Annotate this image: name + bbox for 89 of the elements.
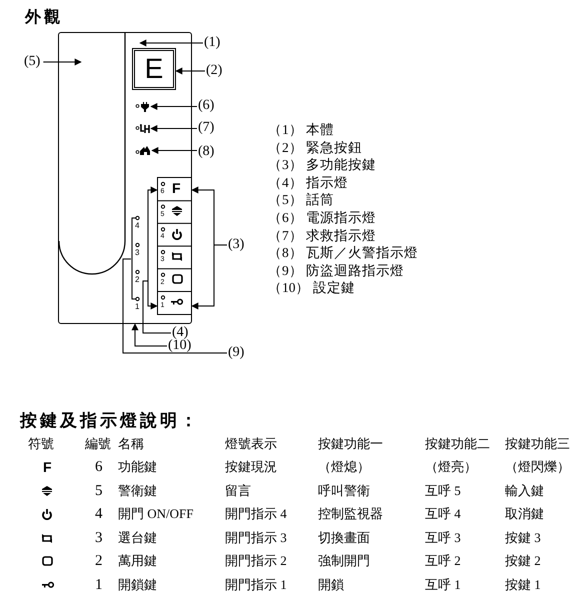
emergency-button: E [132, 48, 176, 90]
table-text: 萬用鍵 [118, 554, 157, 568]
table-text: 開鎖 [318, 578, 344, 591]
table-text: 互呼 3 [425, 530, 461, 544]
table-text: 切換畫面 [318, 530, 370, 544]
table-text: （燈亮） [425, 460, 477, 473]
table-text: 按鍵 2 [505, 554, 541, 568]
list-item: （5） 話筒 [268, 193, 334, 207]
callout-number: (1) [204, 36, 220, 50]
leader-arrow [151, 147, 198, 154]
column-header: 符號 [28, 437, 54, 450]
table-text: 按鍵 3 [505, 530, 541, 544]
section-heading: 按鍵及指示燈說明： [20, 412, 200, 429]
table-text: （燈熄） [318, 460, 370, 473]
callout-number: (6) [198, 99, 214, 113]
table-text: 留言 [225, 484, 251, 497]
table-text: F [43, 460, 52, 474]
indicator-lights-drawing [131, 216, 140, 302]
column-header: 燈號表示 [225, 437, 277, 450]
table-text: （燈閃爍） [505, 460, 570, 473]
table-text: 強制開門 [318, 554, 370, 568]
leader-line [122, 258, 228, 354]
led-number: 1 [135, 303, 140, 311]
table-text: 1 [95, 578, 102, 593]
plug-icon [136, 101, 150, 112]
table-text: 2 [95, 554, 102, 570]
handset-drawing [59, 33, 125, 274]
callout-number: (5) [24, 55, 40, 69]
column-header: 編號 [85, 437, 111, 450]
list-item: （7） 求救指示燈 [268, 228, 376, 242]
list-item: （10） 設定鍵 [268, 281, 355, 295]
table-text: 控制監視器 [318, 507, 383, 520]
leader-arrow [175, 68, 206, 74]
table-text: 開鎖鍵 [118, 578, 157, 591]
table-text: 呼叫警衛 [318, 484, 370, 497]
led-number: 2 [135, 276, 140, 284]
table-text: 5 [95, 484, 102, 499]
keypad [157, 177, 192, 315]
table-text: 按鍵現況 [225, 460, 277, 473]
callout-number: (8) [198, 145, 214, 159]
callout-number: (2) [206, 64, 222, 78]
table-text: 互呼 1 [425, 578, 461, 591]
table-text: 互呼 4 [425, 507, 461, 520]
table-text: 6 [95, 460, 102, 475]
fire-house-icon [136, 145, 151, 156]
list-item: （3） 多功能按鍵 [268, 158, 376, 172]
leader-arrow [142, 280, 172, 334]
key-letter: F [172, 181, 181, 195]
table-text: 按鍵 1 [505, 578, 541, 591]
table-text: 4 [95, 507, 102, 522]
table-text: 3 [95, 530, 102, 546]
led-number: 3 [135, 249, 140, 257]
leader-arrow [191, 244, 228, 310]
table-text: 功能鍵 [118, 460, 157, 473]
column-header: 按鍵功能三 [505, 437, 570, 450]
leader-arrow [42, 58, 82, 66]
list-item: （4） 指示燈 [268, 176, 348, 190]
leader-arrow [150, 125, 198, 132]
list-item: （9） 防盜迴路指示燈 [268, 264, 404, 278]
column-header: 名稱 [118, 437, 144, 450]
list-item: （1） 本體 [268, 123, 334, 136]
table-text: 互呼 5 [425, 484, 461, 497]
title: 外觀 [25, 10, 63, 26]
leader-arrow [150, 103, 198, 110]
table-text: 開門指示 4 [225, 507, 287, 520]
callout-number: (10) [168, 339, 192, 353]
callout-number: (4) [172, 326, 188, 340]
intercom-body [58, 32, 192, 324]
column-header: 按鍵功能二 [425, 437, 490, 450]
callout-number: (7) [198, 121, 214, 135]
table-text: 互呼 2 [425, 554, 461, 568]
table-text: 開門指示 2 [225, 554, 287, 568]
list-item: （2） 緊急按鈕 [268, 140, 362, 154]
list-item: （6） 電源指示燈 [268, 211, 376, 224]
phone-sos-icon [136, 123, 150, 134]
callout-number: (9) [228, 346, 244, 360]
column-header: 按鍵功能一 [318, 437, 383, 450]
table-text: 取消鍵 [505, 507, 544, 520]
table-text: 開門 ON/OFF [118, 507, 194, 520]
table-text: 選台鍵 [118, 530, 157, 544]
led-number: 4 [135, 222, 140, 230]
list-item: （8） 瓦斯／火警指示燈 [268, 246, 418, 260]
leader-arrow [139, 40, 204, 46]
table-text: 警衛鍵 [118, 484, 157, 497]
leader-arrow [132, 323, 168, 346]
callout-number: (3) [228, 238, 244, 252]
table-text: 輸入鍵 [505, 484, 544, 497]
table-text: 開門指示 3 [225, 530, 287, 544]
table-text: 開門指示 1 [225, 578, 287, 591]
